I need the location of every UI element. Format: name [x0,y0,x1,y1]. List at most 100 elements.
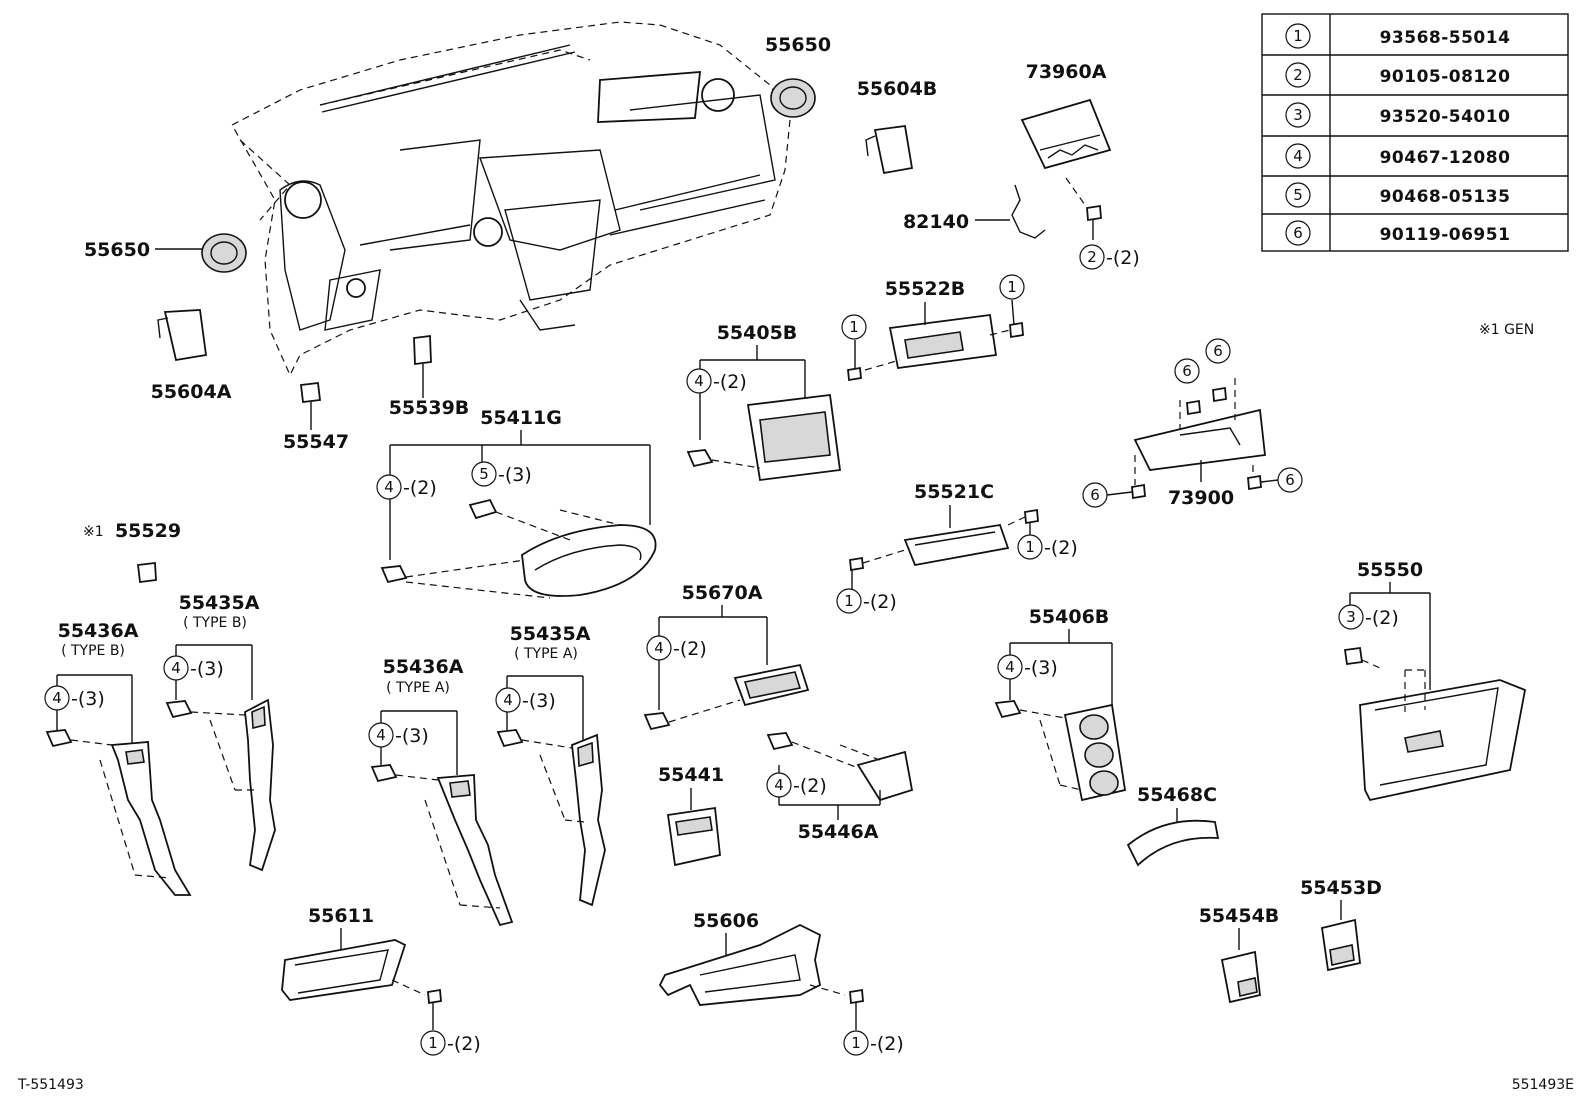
part-label: 55441 [658,764,724,786]
svg-text:4: 4 [52,689,62,707]
part-55611: 55611 1 -(2) [281,905,481,1056]
part-55435A-type-b: 55435A ( TYPE B) 4 -(3) [163,592,276,872]
svg-text:-(3): -(3) [71,688,105,710]
part-label: 55436A [58,620,139,642]
svg-text:4: 4 [694,372,704,390]
part-label: 55435A [179,592,260,614]
part-73960A: 73960A 2 -(2) [1020,61,1140,270]
callout-ref-1: 1 -(2) [843,1030,904,1056]
part-55406B: 55406B 4 -(3) [994,606,1127,802]
callout-ref-4: 4 -(2) [686,368,747,394]
part-55529: ※1 55529 [83,520,181,584]
callout-ref-4: 4 -(2) [766,772,827,798]
svg-text:4: 4 [774,776,784,794]
part-55522B: 55522B 1 1 [841,274,1025,382]
table-ref: 4 [1293,147,1303,165]
part-label: 55670A [682,582,763,604]
part-type: ( TYPE A) [386,680,450,696]
part-label: 55436A [383,656,464,678]
callout-ref-2: 2 -(2) [1079,244,1140,270]
part-label: 55405B [717,322,798,344]
table-ref: 1 [1293,27,1303,45]
callout-ref-3: 3 -(2) [1338,604,1399,630]
svg-text:-(3): -(3) [190,658,224,680]
table-part-number: 93568-55014 [1380,28,1511,48]
table-ref: 2 [1293,66,1303,84]
footer-left-code: T-551493 [17,1077,84,1093]
part-55436A-type-b: 55436A ( TYPE B) 4 -(3) [44,620,192,896]
callout-ref-4: 4 -(3) [44,685,105,711]
part-82140: 82140 [903,184,1046,239]
svg-text:-(3): -(3) [498,464,532,486]
table-ref: 6 [1293,224,1303,242]
part-55454B: 55454B [1199,905,1280,1004]
part-55650-top: 55650 [765,34,831,118]
part-label: 73960A [1026,61,1107,83]
parts-table-row: 3 93520-54010 [1285,102,1511,128]
parts-table-frame [1261,13,1569,252]
parts-table-row: 4 90467-12080 [1285,143,1511,169]
svg-text:1: 1 [849,318,859,336]
part-55547: 55547 [283,382,349,453]
svg-text:4: 4 [171,659,181,677]
part-label: 73900 [1168,487,1234,509]
parts-table-row: 6 90119-06951 [1285,220,1511,246]
part-55435A-type-a: 55435A ( TYPE A) 4 -(3) [495,623,606,907]
callout-ref-6: 6 [1082,482,1108,508]
part-55604B: 55604B [857,78,937,175]
svg-text:6: 6 [1213,342,1223,360]
svg-text:-(2): -(2) [863,591,897,613]
svg-text:4: 4 [1005,658,1015,676]
callout-ref-1: 1 -(2) [1017,534,1078,560]
table-part-number: 90467-12080 [1380,148,1511,168]
part-label: 55547 [283,431,349,453]
svg-text:2: 2 [1087,248,1097,266]
svg-text:-(2): -(2) [403,477,437,499]
gen-note: ※1 GEN [1479,322,1534,338]
svg-text:4: 4 [384,478,394,496]
table-ref: 5 [1293,186,1303,204]
part-label: 55454B [1199,905,1280,927]
svg-text:1: 1 [851,1034,861,1052]
part-label: 55468C [1137,784,1217,806]
part-label: 55650 [765,34,831,56]
callout-ref-1: 1 [999,274,1025,300]
callout-ref-5: 5 -(3) [471,461,532,487]
svg-text:-(2): -(2) [1365,607,1399,629]
part-label: 55529 [115,520,181,542]
svg-text:1: 1 [1025,538,1035,556]
part-55606: 55606 1 -(2) [658,910,904,1056]
part-55650-left: 55650 [84,233,247,273]
svg-text:6: 6 [1182,362,1192,380]
part-55441: 55441 [658,764,724,867]
table-part-number: 90119-06951 [1380,225,1511,245]
svg-text:4: 4 [376,726,386,744]
svg-text:-(3): -(3) [1024,657,1058,679]
table-part-number: 90105-08120 [1380,67,1511,87]
callout-ref-4: 4 -(3) [368,722,429,748]
part-55539B: 55539B [389,334,469,419]
parts-table: 1 93568-55014 2 90105-08120 3 93520-5401… [1261,13,1569,252]
svg-text:4: 4 [503,691,513,709]
part-label: 55604A [151,381,232,403]
instrument-panel-assembly [231,21,791,377]
table-ref: 3 [1293,106,1303,124]
callout-ref-4: 4 -(3) [997,654,1058,680]
part-55405B: 55405B 4 -(2) [686,322,842,482]
callout-ref-1: 1 [841,314,867,340]
svg-text:-(2): -(2) [1044,537,1078,559]
part-73900: 73900 6 6 6 6 [1082,338,1303,509]
table-part-number: 90468-05135 [1380,187,1511,207]
part-mark: ※1 [83,524,104,540]
part-label: 55521C [914,481,994,503]
callout-ref-4: 4 -(3) [495,687,556,713]
svg-text:-(2): -(2) [1106,247,1140,269]
svg-text:-(2): -(2) [713,371,747,393]
part-label: 55611 [308,905,374,927]
callout-ref-6: 6 [1205,338,1231,364]
footer-right-code: 551493E [1512,1077,1574,1093]
table-part-number: 93520-54010 [1380,107,1511,127]
part-55453D: 55453D [1300,877,1382,972]
svg-text:-(2): -(2) [447,1033,481,1055]
